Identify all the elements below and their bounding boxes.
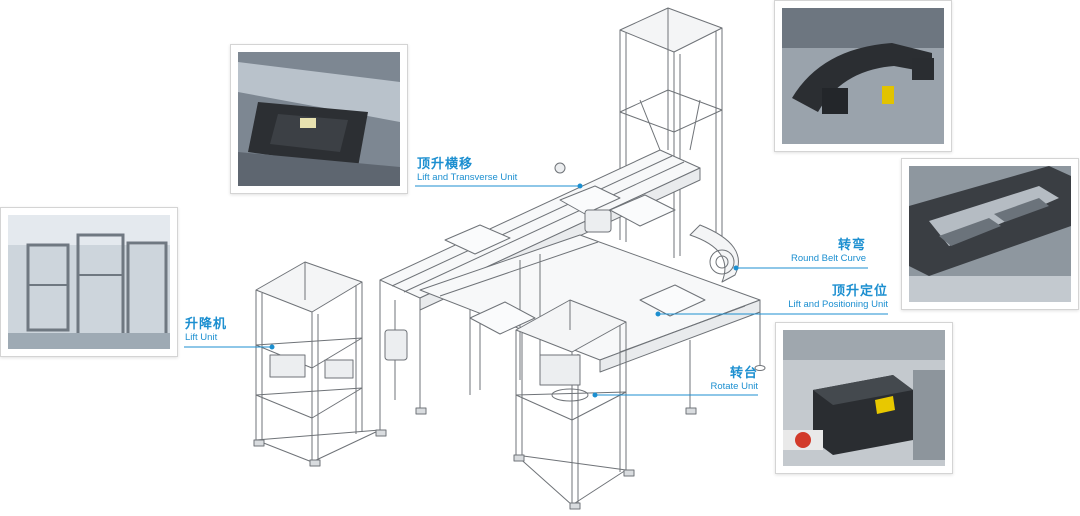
label-round-belt-curve-en: Round Belt Curve [791, 253, 866, 264]
label-round-belt-curve: 转弯 Round Belt Curve [748, 238, 866, 264]
label-lift-positioning-cn: 顶升定位 [831, 283, 888, 298]
label-lift-positioning: 顶升定位 Lift and Positioning Unit [738, 284, 888, 310]
label-lift-transverse-cn: 顶升横移 [417, 156, 474, 171]
label-lift-unit: 升降机 Lift Unit [185, 317, 227, 343]
photo-lift-transverse [230, 44, 408, 194]
photo-round-belt-curve [774, 0, 952, 152]
callout-line-lift-unit [184, 344, 275, 350]
photo-lift-unit [0, 207, 178, 357]
label-round-belt-curve-cn: 转弯 [837, 237, 866, 252]
label-lift-transverse-en: Lift and Transverse Unit [417, 172, 518, 183]
photo-lift-positioning [901, 158, 1079, 310]
label-rotate-unit-cn: 转台 [729, 365, 758, 380]
callout-line-rotate-unit [592, 392, 758, 398]
label-lift-transverse: 顶升横移 Lift and Transverse Unit [417, 157, 517, 183]
callout-line-lift-positioning [655, 311, 888, 317]
rotate-unit-tower [515, 299, 627, 506]
tall-tower [619, 7, 723, 258]
label-rotate-unit: 转台 Rotate Unit [660, 366, 758, 392]
label-lift-unit-cn: 升降机 [185, 316, 228, 331]
feet [253, 407, 697, 510]
label-lift-unit-en: Lift Unit [185, 332, 218, 343]
label-rotate-unit-en: Rotate Unit [710, 381, 758, 392]
callout-line-lift-transverse [415, 183, 583, 189]
lift-unit-tower [255, 261, 381, 463]
photo-rotate-unit [775, 322, 953, 474]
lift-plates [444, 185, 706, 335]
label-lift-positioning-en: Lift and Positioning Unit [788, 299, 888, 310]
callout-line-round-belt-curve [733, 265, 868, 271]
round-belt-curve [689, 224, 739, 283]
